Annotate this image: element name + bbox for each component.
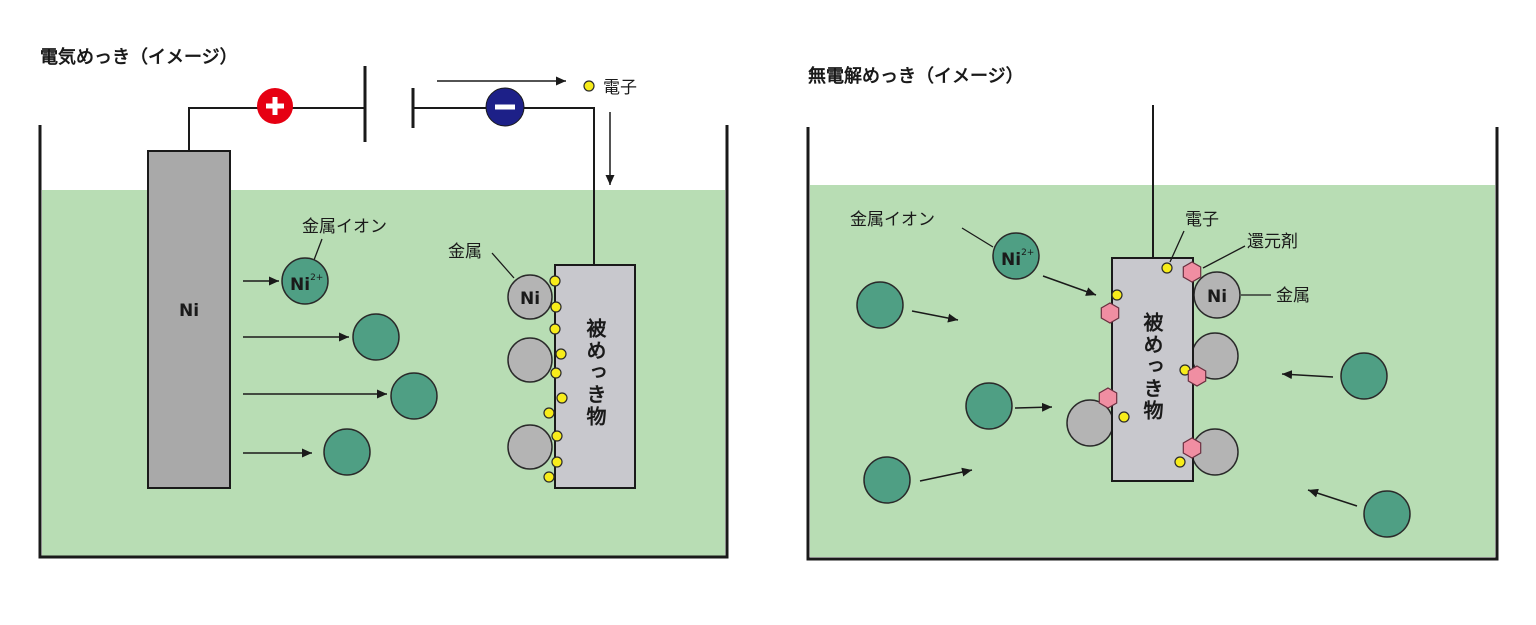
- anode-wire: [188, 107, 365, 151]
- metal-ion-ball: [1340, 352, 1388, 400]
- reducing-agent-hexagon: [1182, 261, 1202, 283]
- electron-dot: [550, 301, 562, 313]
- metal-ion-ball: [863, 456, 911, 504]
- workpiece-label-electroplating: 被めっき物: [583, 318, 607, 428]
- electroplating-panel: 電気めっき（イメージ） 電子 Ni 金属イオン Ni2+: [38, 46, 729, 559]
- nickel-ion-symbol: Ni2+: [1001, 248, 1034, 270]
- ion-arrow: [911, 310, 959, 323]
- reducing-agent-hexagon: [1187, 365, 1207, 387]
- deposited-nickel-symbol: Ni: [1207, 287, 1227, 307]
- electron-dot: [551, 430, 563, 442]
- ion-charge-text: 2+: [310, 273, 323, 283]
- electron-dot: [549, 323, 561, 335]
- electroless-panel: 無電解めっき（イメージ） 金属イオン Ni2+ Ni: [806, 65, 1499, 561]
- minus-icon: [485, 87, 525, 127]
- ion-arrow: [1042, 275, 1097, 296]
- electron-dot: [1111, 289, 1123, 301]
- metal-ion-label: 金属イオン: [302, 217, 387, 237]
- workpiece-label-electroless: 被めっき物: [1140, 312, 1164, 422]
- anode-label: Ni: [179, 301, 199, 321]
- ion-arrow: [1281, 370, 1334, 380]
- metal-ion-ball: [390, 372, 438, 420]
- electron-dot: [543, 407, 555, 419]
- metal-ion-leader: [961, 227, 994, 248]
- metal-ion-ball: [856, 281, 904, 329]
- electron-dot: [550, 367, 562, 379]
- nickel-ion: [281, 257, 329, 305]
- nickel-anode: [147, 150, 231, 489]
- reducing-agent-hexagon: [1182, 437, 1202, 459]
- plating-tank: [38, 125, 729, 559]
- reducing-agent-label: 還元剤: [1247, 232, 1298, 252]
- electron-dot: [1161, 262, 1173, 274]
- electroless-title: 無電解めっき（イメージ）: [808, 65, 1024, 87]
- metal-ion-ball: [352, 313, 400, 361]
- reducing-agent-hexagon: [1100, 302, 1120, 324]
- electron-legend-dot: [583, 80, 595, 92]
- deposited-nickel-symbol: Ni: [520, 289, 540, 309]
- electron-dot: [543, 471, 555, 483]
- reducing-agent-leader: [1202, 245, 1246, 269]
- electron-dot: [1118, 411, 1130, 423]
- ion-charge-text: 2+: [1021, 248, 1034, 258]
- metal-label: 金属: [448, 242, 482, 262]
- ion-symbol-text: Ni: [290, 275, 310, 295]
- deposited-nickel: [507, 274, 553, 320]
- reducing-agent-hexagon: [1098, 387, 1118, 409]
- ion-arrow: [1307, 488, 1358, 507]
- electron-dot: [549, 275, 561, 287]
- metal-label: 金属: [1276, 286, 1310, 306]
- electroplating-title: 電気めっき（イメージ）: [40, 46, 238, 68]
- electron-dot: [556, 392, 568, 404]
- metal-ion-leader: [313, 238, 323, 261]
- metal-ion-ball: [1363, 490, 1411, 538]
- metal-ion-ball: [323, 428, 371, 476]
- metal-ion-label: 金属イオン: [850, 210, 935, 230]
- electron-dot: [1174, 456, 1186, 468]
- electron-leader: [1169, 230, 1185, 263]
- electroless-tank: [806, 127, 1499, 561]
- electron-label: 電子: [1185, 210, 1219, 230]
- minus-bar: [495, 104, 515, 110]
- cathode-wire: [413, 107, 595, 265]
- nickel-ion-symbol: Ni2+: [290, 273, 323, 295]
- deposited-metal-ball: [507, 424, 553, 470]
- ion-symbol-text: Ni: [1001, 250, 1021, 270]
- deposited-metal-ball: [507, 337, 553, 383]
- plus-bar-vertical: [272, 97, 278, 115]
- ion-arrow: [1014, 402, 1053, 412]
- ion-arrow: [919, 467, 973, 482]
- metal-ion-ball: [965, 382, 1013, 430]
- electron-dot: [551, 456, 563, 468]
- electron-dot: [555, 348, 567, 360]
- electron-label: 電子: [603, 78, 637, 98]
- plus-icon: [257, 88, 293, 124]
- nickel-ion: [992, 232, 1040, 280]
- metal-leader: [491, 252, 515, 279]
